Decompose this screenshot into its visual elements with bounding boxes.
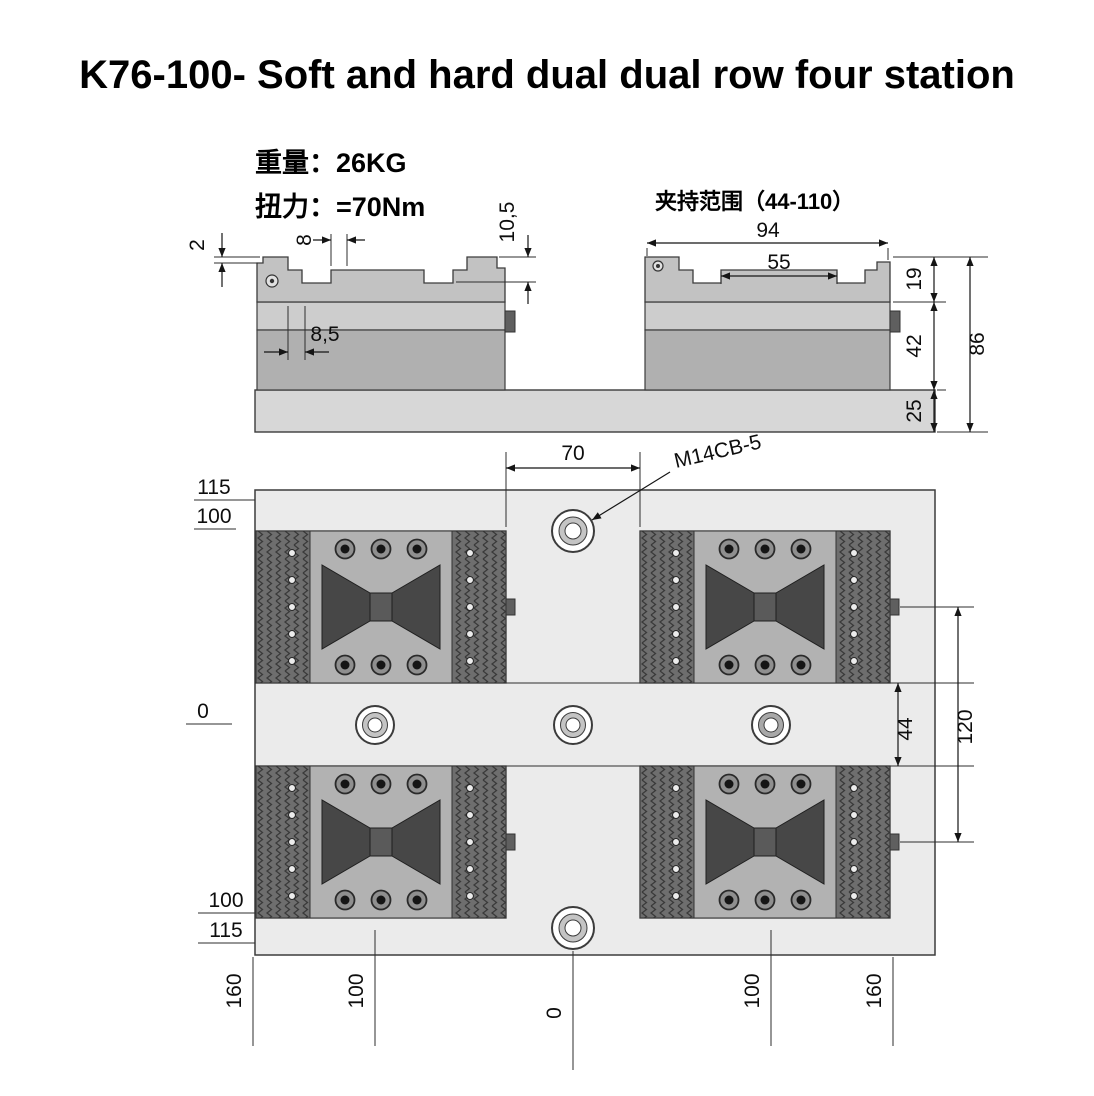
side-pin-tab [504, 310, 516, 333]
dim-label-19: 19 [903, 267, 926, 290]
ordinate-bottom: 160 100 0 100 160 [223, 930, 894, 1070]
mounting-hole-bottom [551, 906, 595, 950]
spec-torque: 扭力：=70Nm [255, 192, 425, 222]
dim-label-120: 120 [954, 709, 977, 744]
dim-label-70: 70 [561, 442, 584, 465]
side-elevation-view: 2 8 10,5 94 55 [186, 202, 989, 433]
ord-label-160-right: 160 [863, 973, 886, 1008]
dim-channel-70: 70 [505, 442, 641, 527]
ord-label-0-bottom: 0 [543, 1007, 566, 1019]
ord-label-100-top: 100 [196, 505, 231, 528]
ord-label-100-left: 100 [345, 973, 368, 1008]
ord-label-0: 0 [197, 700, 209, 723]
station-top-right [639, 530, 891, 684]
ord-label-100-right: 100 [741, 973, 764, 1008]
dim-label-44: 44 [894, 717, 917, 741]
dim-label-55: 55 [767, 251, 790, 274]
dim-jaw-offset: 8,5 [264, 306, 340, 360]
ord-label-160-left: 160 [223, 973, 246, 1008]
station-top-left [255, 530, 507, 684]
mounting-hole-mid-center [553, 705, 593, 745]
dim-label-2: 2 [186, 239, 209, 251]
spec-weight: 重量：26KG [255, 148, 407, 178]
dim-label-94: 94 [756, 219, 780, 242]
station-pin-tabs [505, 598, 900, 851]
station-bottom-left [255, 765, 507, 919]
jaw-screw-dot [269, 278, 275, 284]
dim-label-8-5: 8,5 [310, 323, 339, 346]
mounting-hole-top [551, 509, 595, 553]
dim-jaw-outer-width: 94 [646, 219, 889, 260]
dim-jaw-step-8: 8 [293, 234, 365, 266]
ord-label-115-top: 115 [197, 476, 230, 499]
side-pin-tab [889, 310, 901, 333]
left-jaw-assembly [256, 256, 516, 391]
page-title: K76-100- Soft and hard dual dual row fou… [79, 53, 1015, 97]
hole-callout-label: M14CB-5 [672, 431, 764, 473]
dim-label-42: 42 [903, 334, 926, 357]
spec-clamp-range: 夹持范围（44-110） [655, 189, 854, 214]
dim-label-8: 8 [293, 234, 316, 246]
dim-jaw-inner-width: 55 [720, 251, 838, 284]
dim-step-2: 2 [186, 233, 260, 287]
mounting-hole-mid-right [751, 705, 791, 745]
station-bottom-right [639, 765, 891, 919]
dim-label-10-5: 10,5 [496, 202, 519, 243]
ord-label-115-bottom: 115 [209, 919, 242, 942]
base-plate-side [254, 389, 936, 433]
dim-height-stack: 19 42 25 86 [893, 256, 989, 433]
ordinate-left-zero: 0 [186, 700, 232, 725]
left-jaw-plate [256, 256, 506, 303]
dim-row-spacing-120: 120 [900, 606, 977, 843]
jaw-screw-dot [656, 264, 660, 268]
ordinate-left-bottom: 100 115 [198, 889, 255, 944]
plan-view: 70 M14CB-5 115 100 0 100 115 [186, 431, 977, 1070]
mounting-hole-mid-left [355, 705, 395, 745]
dim-label-25: 25 [903, 399, 926, 422]
ord-label-100-bottom: 100 [208, 889, 243, 912]
right-jaw-assembly [644, 256, 901, 391]
dim-jaw-step-height: 10,5 [456, 202, 536, 304]
ordinate-left-top: 115 100 [194, 476, 255, 530]
dim-label-86: 86 [966, 332, 989, 355]
